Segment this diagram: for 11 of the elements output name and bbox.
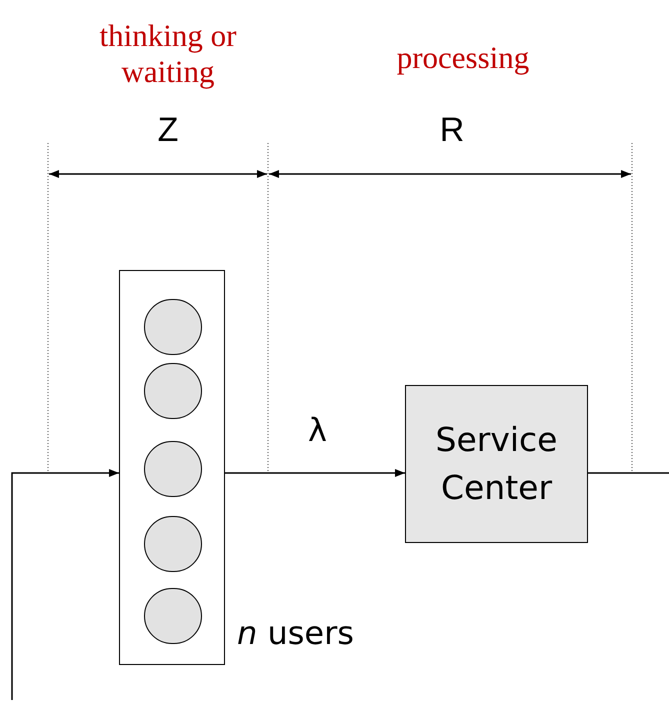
- dimension-label: Z: [156, 110, 180, 150]
- dimension-label: R: [438, 110, 466, 150]
- node-text: Service Center: [434, 419, 558, 509]
- service-center-box: [405, 385, 588, 543]
- node-caption: n users: [237, 613, 354, 653]
- arrow: [11, 469, 119, 700]
- arrow: [225, 469, 405, 477]
- users-column: [119, 270, 225, 665]
- phase-label: processing: [396, 40, 530, 76]
- line: [588, 472, 669, 474]
- phase-label: thinking or waiting: [98, 18, 238, 90]
